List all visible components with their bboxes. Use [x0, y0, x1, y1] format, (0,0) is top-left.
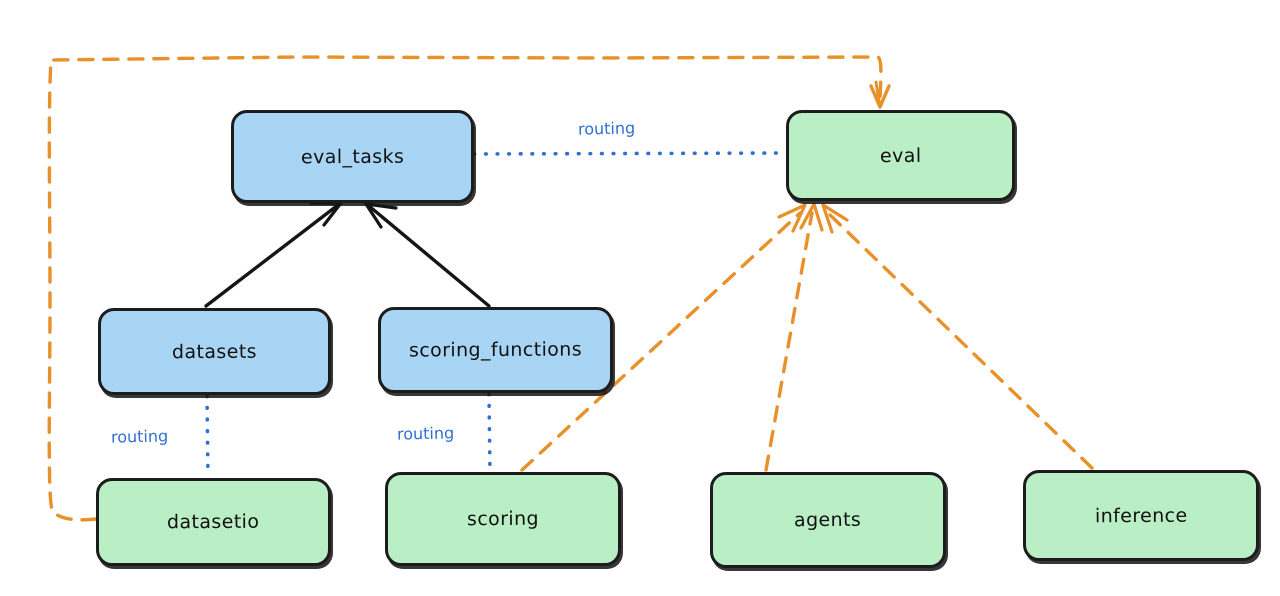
edge-inference-to-eval — [821, 203, 1094, 470]
edge-eval_tasks-to-eval — [472, 151, 787, 156]
node-label: datasets — [171, 340, 258, 363]
edge-datasets-to-datasetio — [205, 394, 210, 479]
edge-label-routing-scoring-functions-scoring: routing — [396, 423, 455, 444]
node-label: agents — [794, 508, 862, 532]
node-label: datasetio — [167, 510, 260, 534]
node-label: eval — [879, 144, 922, 167]
edge-agents-to-eval — [764, 202, 824, 472]
node-inference[interactable]: inference — [1023, 470, 1259, 561]
node-scoring-functions[interactable]: scoring_functions — [378, 307, 613, 393]
node-agents[interactable]: agents — [710, 472, 946, 568]
node-datasetio[interactable]: datasetio — [96, 478, 331, 566]
edge-label-routing-eval-tasks-eval: routing — [577, 118, 636, 139]
node-label: eval_tasks — [300, 145, 405, 168]
edge-datasetio-to-eval — [47, 55, 891, 522]
node-scoring[interactable]: scoring — [385, 472, 621, 566]
node-label: inference — [1094, 504, 1188, 527]
node-label: scoring_functions — [408, 338, 583, 362]
edge-label-routing-datasets-datasetio: routing — [110, 426, 169, 447]
node-datasets[interactable]: datasets — [98, 308, 331, 395]
node-label: scoring — [466, 507, 540, 531]
edge-scoring-to-eval — [520, 203, 807, 472]
edge-scoring_functions-to-eval_tasks — [364, 202, 491, 308]
edge-scoring_functions-to-scoring — [487, 392, 492, 474]
node-eval-tasks[interactable]: eval_tasks — [231, 110, 474, 203]
node-eval[interactable]: eval — [786, 110, 1015, 201]
edge-datasets-to-eval_tasks — [204, 201, 343, 308]
